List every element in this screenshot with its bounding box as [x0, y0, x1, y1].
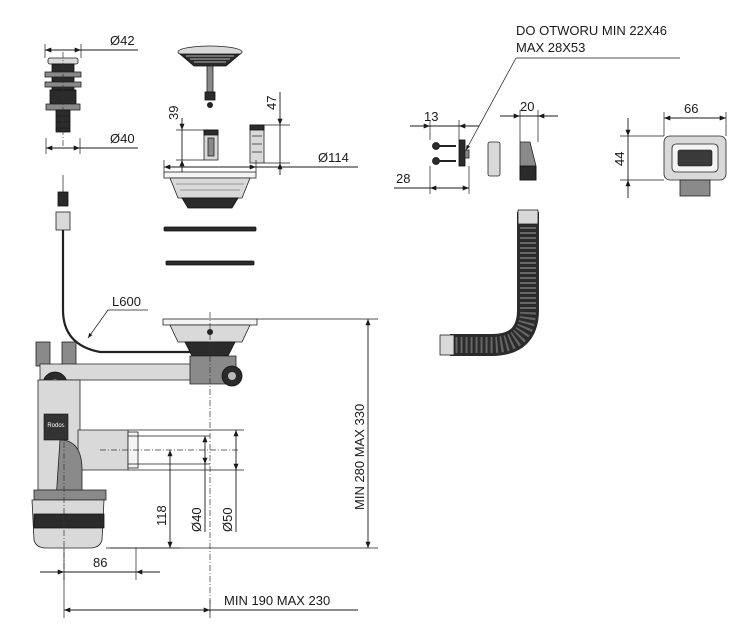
dimension-w13: 13 — [410, 109, 479, 140]
label-d114: Ø114 — [318, 150, 349, 165]
label-w20: 20 — [520, 99, 534, 114]
control-cable-part — [55, 175, 214, 354]
dimension-w66: 66 — [663, 101, 727, 136]
brand-mark: Rodos — [47, 423, 64, 429]
label-h39: 39 — [166, 106, 181, 120]
dimension-d114: Ø114 — [163, 150, 358, 172]
overflow-hole-note: DO OTWORU MIN 22X46 MAX 28X53 — [465, 23, 680, 151]
label-height-range: MIN 280 MAX 330 — [352, 404, 367, 510]
label-h47: 47 — [264, 96, 279, 110]
dimension-d40-top: Ø40 — [45, 131, 138, 154]
dimension-d42: Ø42 — [44, 33, 138, 58]
label-h118: 118 — [154, 505, 169, 526]
overflow-gasket — [487, 141, 501, 177]
bolt-part — [249, 124, 265, 164]
gasket-upper — [163, 226, 257, 232]
overflow-connector — [519, 141, 537, 181]
dimension-h44: 44 — [612, 118, 664, 198]
dimension-d50: Ø50 — [128, 429, 244, 532]
label-d42: Ø42 — [110, 33, 135, 48]
dimension-h47: 47 — [264, 92, 290, 175]
corrugated-hose-part — [439, 209, 539, 356]
dimension-d40-bottom: Ø40 — [128, 435, 210, 532]
overflow-plug-part — [44, 52, 82, 146]
dimension-w86: 86 — [40, 548, 160, 580]
screw-parts — [432, 139, 470, 167]
dimension-width-range: MIN 190 MAX 230 — [63, 575, 358, 618]
label-w13: 13 — [424, 109, 438, 124]
dimension-height-range: MIN 280 MAX 330 — [106, 318, 378, 549]
label-d40-top: Ø40 — [110, 131, 135, 146]
strainer-basket-part — [177, 45, 243, 108]
dimension-w20: 20 — [500, 99, 558, 142]
drain-flange-part — [163, 171, 257, 209]
label-l600: L600 — [112, 294, 141, 309]
label-hole-line2: MAX 28X53 — [516, 40, 585, 55]
ring-part — [203, 129, 219, 161]
dimension-w28: 28 — [394, 166, 470, 194]
dimension-h39: 39 — [166, 106, 204, 172]
label-d50: Ø50 — [220, 507, 235, 532]
gasket-lower — [165, 260, 255, 266]
label-w86: 86 — [93, 555, 107, 570]
label-w28: 28 — [396, 171, 410, 186]
label-h44: 44 — [612, 152, 627, 166]
label-d40-bottom: Ø40 — [189, 507, 204, 532]
label-hole-line1: DO OTWORU MIN 22X46 — [516, 23, 667, 38]
label-width-range: MIN 190 MAX 230 — [224, 593, 330, 608]
siphon-assembly: Rodos — [31, 312, 258, 612]
label-w66: 66 — [684, 101, 698, 116]
callout-l600: L600 — [87, 294, 148, 339]
overflow-cover-front — [663, 135, 727, 197]
